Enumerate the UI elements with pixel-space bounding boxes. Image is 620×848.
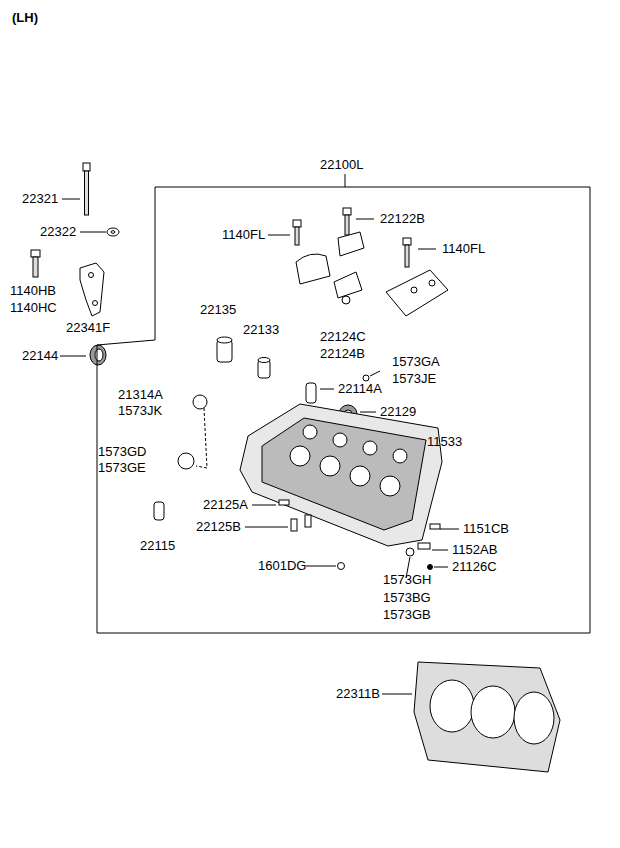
callout-number: 22125B bbox=[196, 519, 241, 534]
callout-number: 1573BG bbox=[383, 590, 431, 605]
callout-number: 22133 bbox=[243, 322, 279, 337]
callout-number: 22321 bbox=[22, 191, 58, 206]
callout-number: 21126C bbox=[452, 559, 497, 574]
callout-number: 1140FL bbox=[442, 241, 485, 256]
callout-number: 22124B bbox=[320, 346, 365, 361]
callout-number: 22124C bbox=[320, 329, 366, 344]
callout-number: 22114A bbox=[338, 381, 382, 396]
callout-number: 11533 bbox=[427, 434, 462, 449]
callout-number: 1573JK bbox=[118, 403, 162, 418]
callout-number: 22129 bbox=[380, 404, 416, 419]
assembly-number: 22100L bbox=[320, 157, 363, 172]
callout-number: 22115 bbox=[140, 538, 175, 553]
callout-number: 22311B bbox=[336, 686, 380, 701]
assembly-frame: 22100L bbox=[97, 187, 590, 633]
callout-number: 22125A bbox=[203, 497, 248, 512]
callout-number: 22341F bbox=[66, 320, 110, 335]
callout-number: 1573GA bbox=[392, 354, 440, 369]
callout-number: 1152AB bbox=[452, 542, 497, 557]
callout-number: 1140FL bbox=[222, 227, 265, 242]
callout-number: 22122B bbox=[380, 211, 425, 226]
callout-number: 1140HC bbox=[10, 300, 57, 315]
frame-outline bbox=[97, 187, 590, 633]
callout-number: 1601DG bbox=[258, 558, 306, 573]
callout-number: 1151CB bbox=[463, 521, 509, 536]
callout-number: 21314A bbox=[118, 387, 163, 402]
callout-number: 1573GB bbox=[383, 607, 431, 622]
callout-number: 22144 bbox=[22, 348, 58, 363]
callout-number: 1573JE bbox=[392, 371, 436, 386]
callout-number: 22135 bbox=[200, 302, 236, 317]
callout-number: 22322 bbox=[40, 224, 76, 239]
callout-number: 1573GH bbox=[383, 572, 431, 587]
diagram-title: (LH) bbox=[12, 10, 38, 25]
callout-number: 1573GD bbox=[98, 444, 146, 459]
callout-number: 1140HB bbox=[10, 283, 56, 298]
callout-number: 1573GE bbox=[98, 460, 146, 475]
